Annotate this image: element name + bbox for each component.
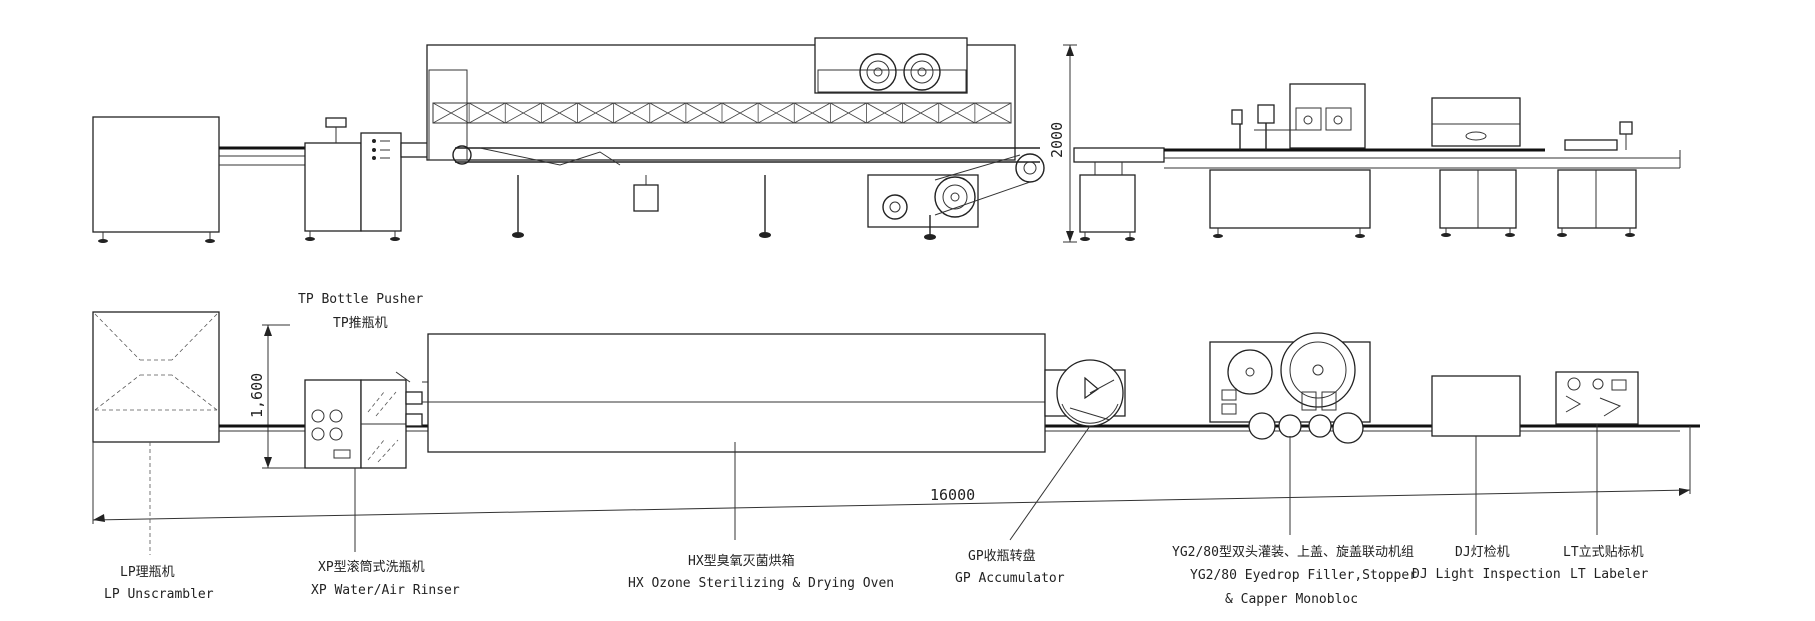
truss-member	[613, 102, 650, 124]
plan-oven	[422, 333, 1046, 453]
accumulator-label-en: GP Accumulator	[955, 571, 1065, 586]
oven-label-en: HX Ozone Sterilizing & Drying Oven	[628, 576, 894, 591]
truss-member	[721, 102, 759, 124]
truss-member	[830, 102, 867, 124]
labeler-label-cn: LT立式贴标机	[1563, 545, 1644, 560]
pusher-label-cn: TP推瓶机	[333, 316, 388, 331]
plan-labeler	[1555, 371, 1639, 425]
truss-member	[577, 102, 614, 124]
width-dimension: 1,600	[248, 324, 305, 469]
rinser-label-cn: XP型滚筒式洗瓶机	[318, 559, 425, 575]
inspection-label-en: DJ Light Inspection	[1412, 567, 1561, 582]
height-dimension-value: 2000	[1048, 122, 1066, 158]
elevation-unscrambler	[92, 116, 220, 243]
truss-member	[866, 102, 903, 124]
truss-member	[649, 102, 687, 124]
plan-view: 1,600	[92, 311, 1700, 555]
truss-member	[541, 102, 578, 124]
oven-truss	[432, 102, 1012, 124]
filler-label-en-2: & Capper Monobloc	[1225, 592, 1358, 607]
length-dimension: 16000	[92, 426, 1691, 524]
truss-member	[974, 102, 1012, 124]
filler-label-en-1: YG2/80 Eyedrop Filler,Stopper	[1190, 568, 1417, 583]
length-dimension-value: 16000	[930, 486, 975, 504]
pusher-label-en: TP Bottle Pusher	[298, 292, 423, 307]
rinser-label-en: XP Water/Air Rinser	[311, 583, 460, 598]
elevation-inspection	[1431, 97, 1521, 237]
height-dimension: 2000	[1048, 44, 1077, 243]
truss-member	[938, 102, 976, 124]
truss-member	[505, 102, 542, 124]
accumulator-label-cn: GP收瓶转盘	[968, 548, 1036, 564]
oven-label-cn: HX型臭氧灭菌烘箱	[688, 553, 795, 569]
truss-member	[432, 102, 470, 124]
elevation-filler	[1209, 83, 1371, 238]
elevation-labeler	[1557, 121, 1637, 237]
leader-lines	[149, 424, 1598, 555]
plan-accumulator	[1044, 359, 1126, 427]
truss-member	[902, 102, 939, 124]
elevation-oven	[426, 37, 1045, 240]
elevation-accumulator	[1073, 147, 1165, 241]
plan-rinser	[304, 371, 423, 469]
labeler-label-en: LT Labeler	[1570, 567, 1648, 582]
unscrambler-label-cn: LP理瓶机	[120, 565, 175, 580]
inspection-label-cn: DJ灯检机	[1455, 545, 1510, 560]
plan-inspection	[1431, 375, 1521, 437]
plan-unscrambler	[92, 311, 220, 443]
unscrambler-label-en: LP Unscrambler	[104, 587, 214, 602]
elevation-rinser	[304, 117, 430, 241]
truss-member	[757, 102, 795, 124]
captions: TP Bottle Pusher TP推瓶机 LP理瓶机 LP Unscramb…	[104, 292, 1648, 607]
truss-member	[685, 102, 723, 124]
truss-member	[794, 102, 831, 124]
filler-label-cn: YG2/80型双头灌装、上盖、旋盖联动机组	[1172, 545, 1414, 560]
plan-filler	[1209, 332, 1371, 444]
truss-member	[468, 102, 506, 124]
width-dimension-value: 1,600	[248, 373, 266, 418]
elevation-view: 2000	[92, 37, 1681, 243]
